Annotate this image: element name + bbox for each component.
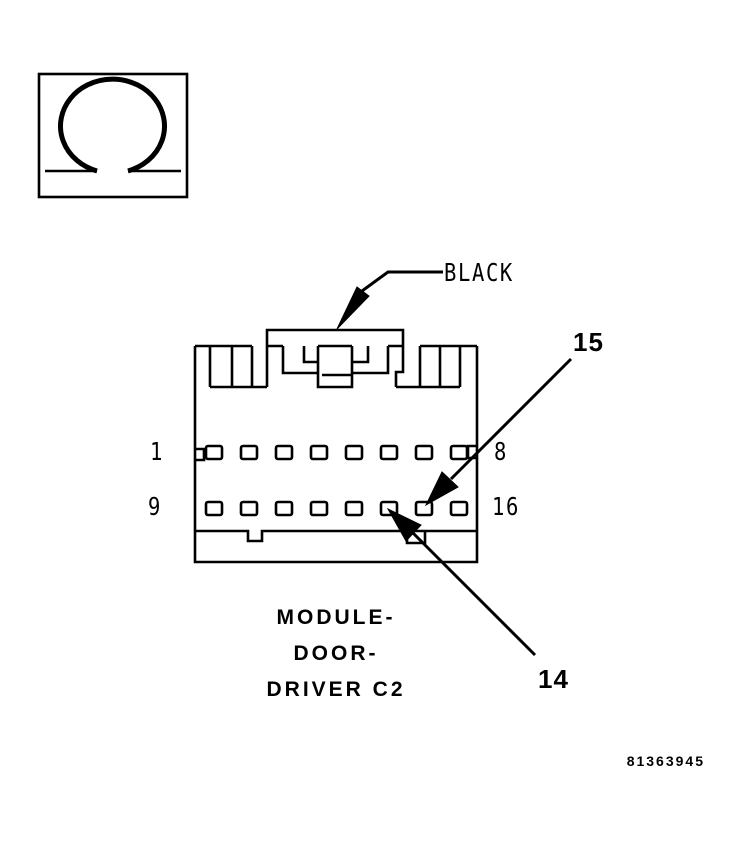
pin-cavity-9 xyxy=(204,500,224,517)
bottom-rail xyxy=(195,529,477,543)
pin-9-label: 9 xyxy=(148,492,162,521)
omega-icon xyxy=(58,76,167,174)
connector-name-line-3: DRIVER C2 xyxy=(266,678,406,701)
pin-cavity-5 xyxy=(344,444,364,461)
black-leader-line xyxy=(361,270,443,293)
pin-14-leader-line xyxy=(410,530,537,657)
connector-outline xyxy=(193,346,479,564)
callout-15-label: 15 xyxy=(573,327,604,357)
wire-color-label: BLACK xyxy=(444,258,514,287)
pin-cavity-13 xyxy=(344,500,364,517)
right-teeth xyxy=(396,346,462,389)
pin-16-label: 16 xyxy=(492,492,520,521)
black-wire-leader-arrow xyxy=(336,270,443,330)
pin-cavity-12 xyxy=(309,500,329,517)
left-wall-notch xyxy=(195,447,206,462)
pin-cavity-10 xyxy=(239,500,259,517)
pin-cavity-4 xyxy=(309,444,329,461)
pin-cavity-11 xyxy=(274,500,294,517)
connector-body xyxy=(193,328,479,564)
omega-box-border xyxy=(37,72,189,199)
figure-number: 81363945 xyxy=(626,753,705,769)
pin-cavity-1 xyxy=(204,444,224,461)
pin-cavity-6 xyxy=(379,444,399,461)
latch-hook-left xyxy=(281,346,318,375)
pin-cavity-2 xyxy=(239,444,259,461)
latch-center-slot xyxy=(316,346,354,389)
pin-15-leader-line xyxy=(449,357,573,481)
callout-14-label: 14 xyxy=(538,664,569,694)
pin-cavity-3 xyxy=(274,444,294,461)
omega-symbol-box xyxy=(37,72,189,199)
pin-cavity-16 xyxy=(449,500,469,517)
connector-name-line-2: DOOR- xyxy=(293,642,379,665)
latch-hook-right xyxy=(352,346,390,375)
left-teeth xyxy=(208,346,267,389)
pin-15-arrowhead-icon xyxy=(424,471,459,507)
pin-8-label: 8 xyxy=(494,437,508,466)
pin-cavity-7 xyxy=(414,444,434,461)
black-leader-arrowhead-icon xyxy=(336,286,370,330)
connector-name-line-1: MODULE- xyxy=(276,606,396,629)
pin-14-arrowhead-icon xyxy=(386,507,422,542)
pin-cavity-8 xyxy=(449,444,469,461)
pin-14-leader-arrow xyxy=(386,507,537,657)
latch-tab xyxy=(265,328,405,387)
pin-cavity-15 xyxy=(414,500,434,517)
pin-1-label: 1 xyxy=(150,437,164,466)
connector-name: MODULE- DOOR- DRIVER C2 xyxy=(236,600,436,708)
pin-15-leader-arrow xyxy=(424,357,573,507)
pin-cavities xyxy=(204,444,469,517)
